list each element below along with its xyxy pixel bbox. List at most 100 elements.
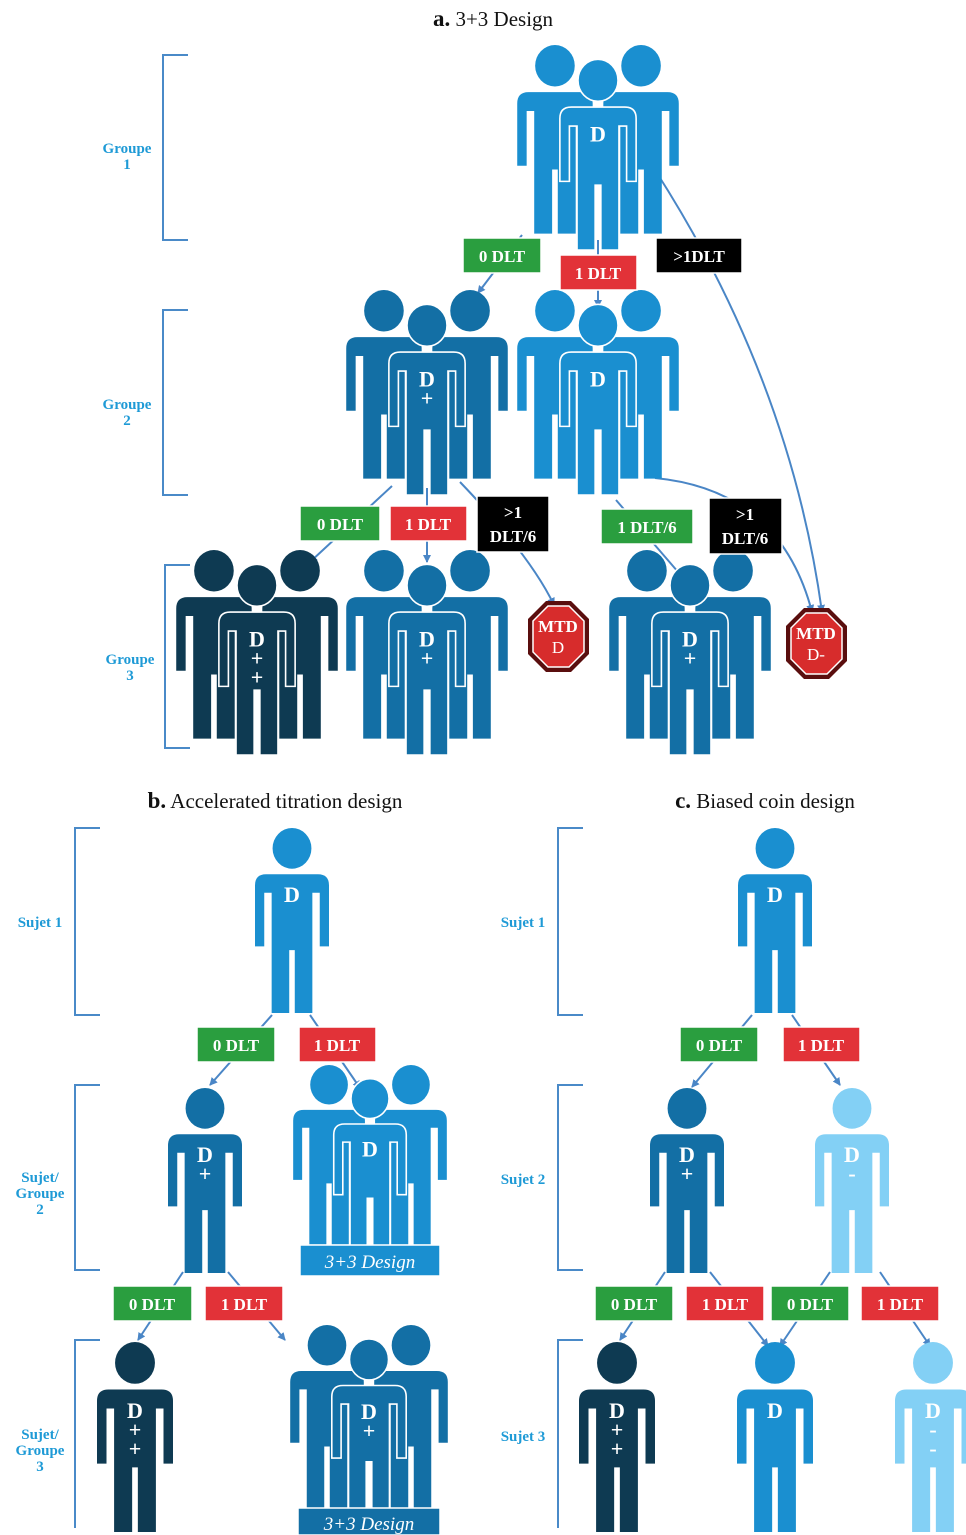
- subject-c-3-b: D: [737, 1342, 813, 1532]
- svg-text:0 DLT: 0 DLT: [479, 247, 526, 266]
- dose-label: D: [609, 1398, 625, 1423]
- dose-label: +: [421, 645, 434, 670]
- dose-label: D: [590, 121, 606, 146]
- dose-label: D: [679, 1142, 695, 1167]
- subject-c-3-c: D--: [895, 1342, 966, 1532]
- dose-label: +: [611, 1436, 624, 1461]
- badge-b-r2-one: 1 DLT: [204, 1285, 284, 1322]
- arrow-a-g1-more: [654, 169, 826, 613]
- badge-b-r2-zero: 0 DLT: [112, 1285, 193, 1322]
- svg-text:1 DLT: 1 DLT: [877, 1295, 924, 1314]
- svg-text:0 DLT: 0 DLT: [611, 1295, 658, 1314]
- badge-a-g1-one: 1 DLT: [559, 254, 638, 291]
- dose-label: D: [419, 626, 435, 651]
- svg-text:>1: >1: [504, 503, 522, 522]
- svg-text:1 DLT: 1 DLT: [405, 515, 452, 534]
- badge-b-r1-one: 1 DLT: [298, 1026, 377, 1063]
- subject-b-3: D++: [97, 1342, 173, 1532]
- bracket-c-s1: [557, 827, 583, 1016]
- dose-label: -: [929, 1436, 936, 1461]
- badge-a-g2l-more: >1 DLT/6: [476, 495, 550, 553]
- svg-text:1 DLT: 1 DLT: [314, 1036, 361, 1055]
- dose-label: +: [363, 1418, 376, 1443]
- dose-label: +: [421, 385, 434, 410]
- stop-sign-mtd-d: MTD D: [528, 601, 589, 672]
- badge-c-r1-zero: 0 DLT: [679, 1026, 759, 1063]
- group-b-3: D+: [290, 1325, 448, 1526]
- caption-3plus3-2: 3+3 Design: [297, 1507, 441, 1535]
- stop-sign-mtd-d-minus: MTD D-: [786, 608, 847, 679]
- dose-label: D: [127, 1398, 143, 1423]
- dose-label: D: [925, 1398, 941, 1423]
- dose-label: +: [199, 1161, 212, 1186]
- dose-label: -: [848, 1161, 855, 1186]
- bracket-c-s2: [557, 1084, 583, 1271]
- subject-b-1: D: [255, 828, 329, 1013]
- svg-text:1 DLT: 1 DLT: [221, 1295, 268, 1314]
- group-a-g3-mid: D+: [346, 550, 508, 756]
- dose-label: +: [684, 645, 697, 670]
- caption-3plus3-1: 3+3 Design: [299, 1244, 441, 1277]
- badge-c-r1-one: 1 DLT: [782, 1026, 861, 1063]
- group-a-g3-right: D+: [609, 550, 771, 756]
- badge-a-g2r-one: 1 DLT/6: [600, 508, 694, 545]
- badge-a-g2l-one: 1 DLT: [389, 505, 468, 542]
- badge-a-g2l-zero: 0 DLT: [299, 505, 381, 542]
- dose-label: D: [767, 882, 783, 907]
- svg-text:0 DLT: 0 DLT: [317, 515, 364, 534]
- svg-text:>1: >1: [736, 505, 754, 524]
- panel-c-title: c. Biased coin design: [675, 788, 855, 813]
- bracket-a-g3: [164, 564, 190, 749]
- badge-a-g1-more: >1DLT: [655, 237, 743, 274]
- dose-label: D: [361, 1399, 377, 1424]
- svg-text:3+3 Design: 3+3 Design: [323, 1514, 414, 1535]
- brackets: [74, 54, 583, 1528]
- svg-text:DLT/6: DLT/6: [490, 527, 537, 546]
- svg-text:3+3 Design: 3+3 Design: [324, 1252, 415, 1273]
- dose-label: D: [197, 1142, 213, 1167]
- bracket-b-s2: [74, 1084, 100, 1271]
- bracket-c-s3: [557, 1339, 583, 1528]
- subject-c-3-a: D++: [579, 1342, 655, 1532]
- subject-c-1: D: [738, 828, 812, 1013]
- svg-text:0 DLT: 0 DLT: [696, 1036, 743, 1055]
- dose-label: D: [284, 882, 300, 907]
- svg-text:D-: D-: [807, 645, 825, 664]
- badge-c-r2-d: 1 DLT: [860, 1285, 940, 1322]
- bracket-a-g2: [162, 309, 188, 496]
- group-b-2: D: [293, 1065, 447, 1261]
- badge-a-g1-zero: 0 DLT: [462, 237, 542, 274]
- dose-label: D: [419, 366, 435, 391]
- svg-text:DLT/6: DLT/6: [722, 529, 769, 548]
- svg-text:1 DLT/6: 1 DLT/6: [617, 518, 676, 537]
- bracket-b-s3: [74, 1339, 100, 1528]
- label-c-sujet-2: Sujet 2: [501, 1172, 546, 1188]
- badge-c-r2-b: 1 DLT: [685, 1285, 765, 1322]
- subject-b-2: D+: [168, 1088, 242, 1273]
- badge-b-r1-zero: 0 DLT: [196, 1026, 276, 1063]
- dose-label: D: [682, 626, 698, 651]
- svg-text:1 DLT: 1 DLT: [798, 1036, 845, 1055]
- svg-text:0 DLT: 0 DLT: [129, 1295, 176, 1314]
- bracket-a-g1: [162, 54, 188, 241]
- panel-b-title: b. Accelerated titration design: [148, 788, 403, 813]
- dose-label: -: [929, 1417, 936, 1442]
- subject-c-2-l: D+: [650, 1088, 724, 1273]
- svg-text:MTD: MTD: [796, 624, 836, 643]
- dose-label: +: [681, 1161, 694, 1186]
- label-c-sujet-3: Sujet 3: [501, 1429, 546, 1445]
- dose-label: D: [590, 366, 606, 391]
- badge-a-g2r-more: >1 DLT/6: [708, 497, 783, 555]
- dose-label: D: [249, 626, 265, 651]
- group-a-g2-right: D: [517, 290, 679, 496]
- svg-text:>1DLT: >1DLT: [673, 247, 725, 266]
- group-a-g1: D: [517, 45, 679, 251]
- label-c-sujet-1: Sujet 1: [501, 915, 546, 931]
- panel-a-title: a. 3+3 Design: [433, 6, 554, 31]
